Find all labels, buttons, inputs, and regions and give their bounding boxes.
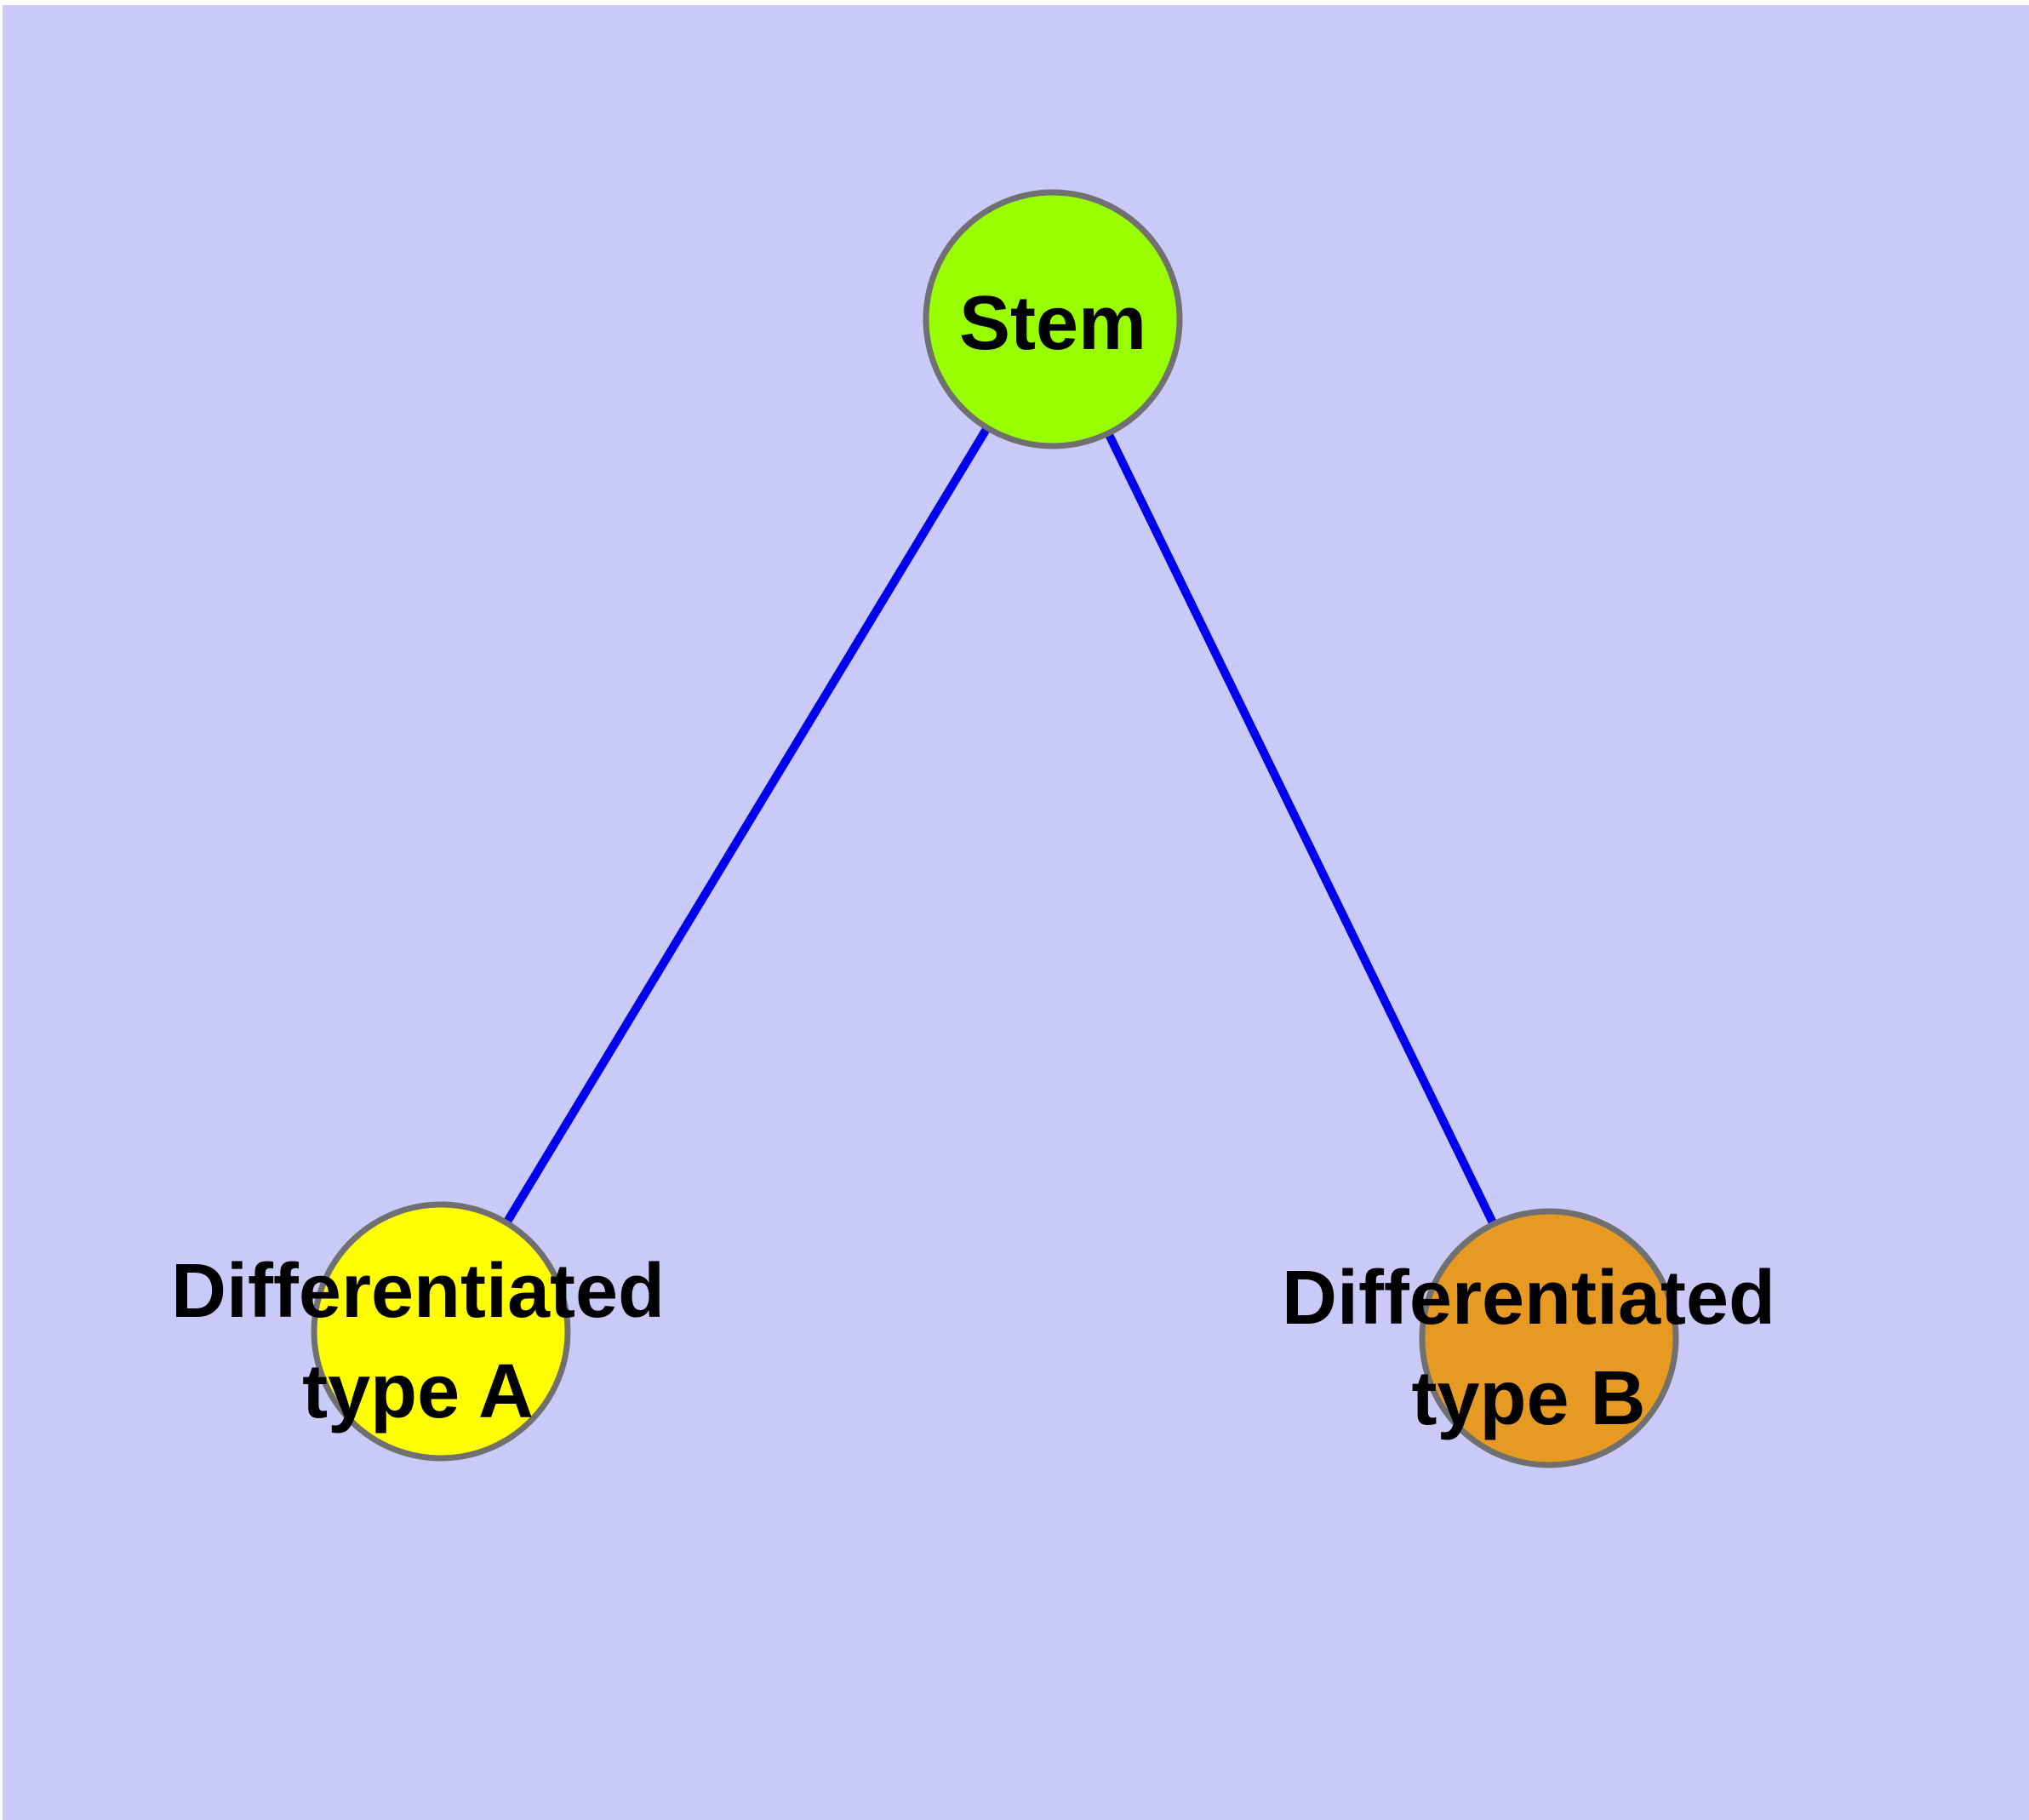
node-type-b-circle — [1419, 1208, 1679, 1468]
node-differentiated-type-b: Differentiated type B — [1282, 1208, 1775, 1468]
node-stem-label: Stem — [959, 281, 1146, 366]
edge-stem-to-type-b — [1049, 317, 1553, 1341]
node-differentiated-type-a: Differentiated type A — [171, 1201, 665, 1462]
node-type-b-label-line1: Differentiated — [1282, 1256, 1775, 1341]
node-type-a-circle — [311, 1201, 571, 1462]
node-type-a-label-line2: type A — [302, 1349, 534, 1434]
edge-stem-to-type-a — [437, 317, 1057, 1334]
node-stem-circle — [923, 189, 1183, 449]
node-type-b-label-line2: type B — [1411, 1356, 1645, 1441]
node-stem: Stem — [923, 189, 1183, 449]
node-type-a-label-line1: Differentiated — [171, 1249, 665, 1334]
